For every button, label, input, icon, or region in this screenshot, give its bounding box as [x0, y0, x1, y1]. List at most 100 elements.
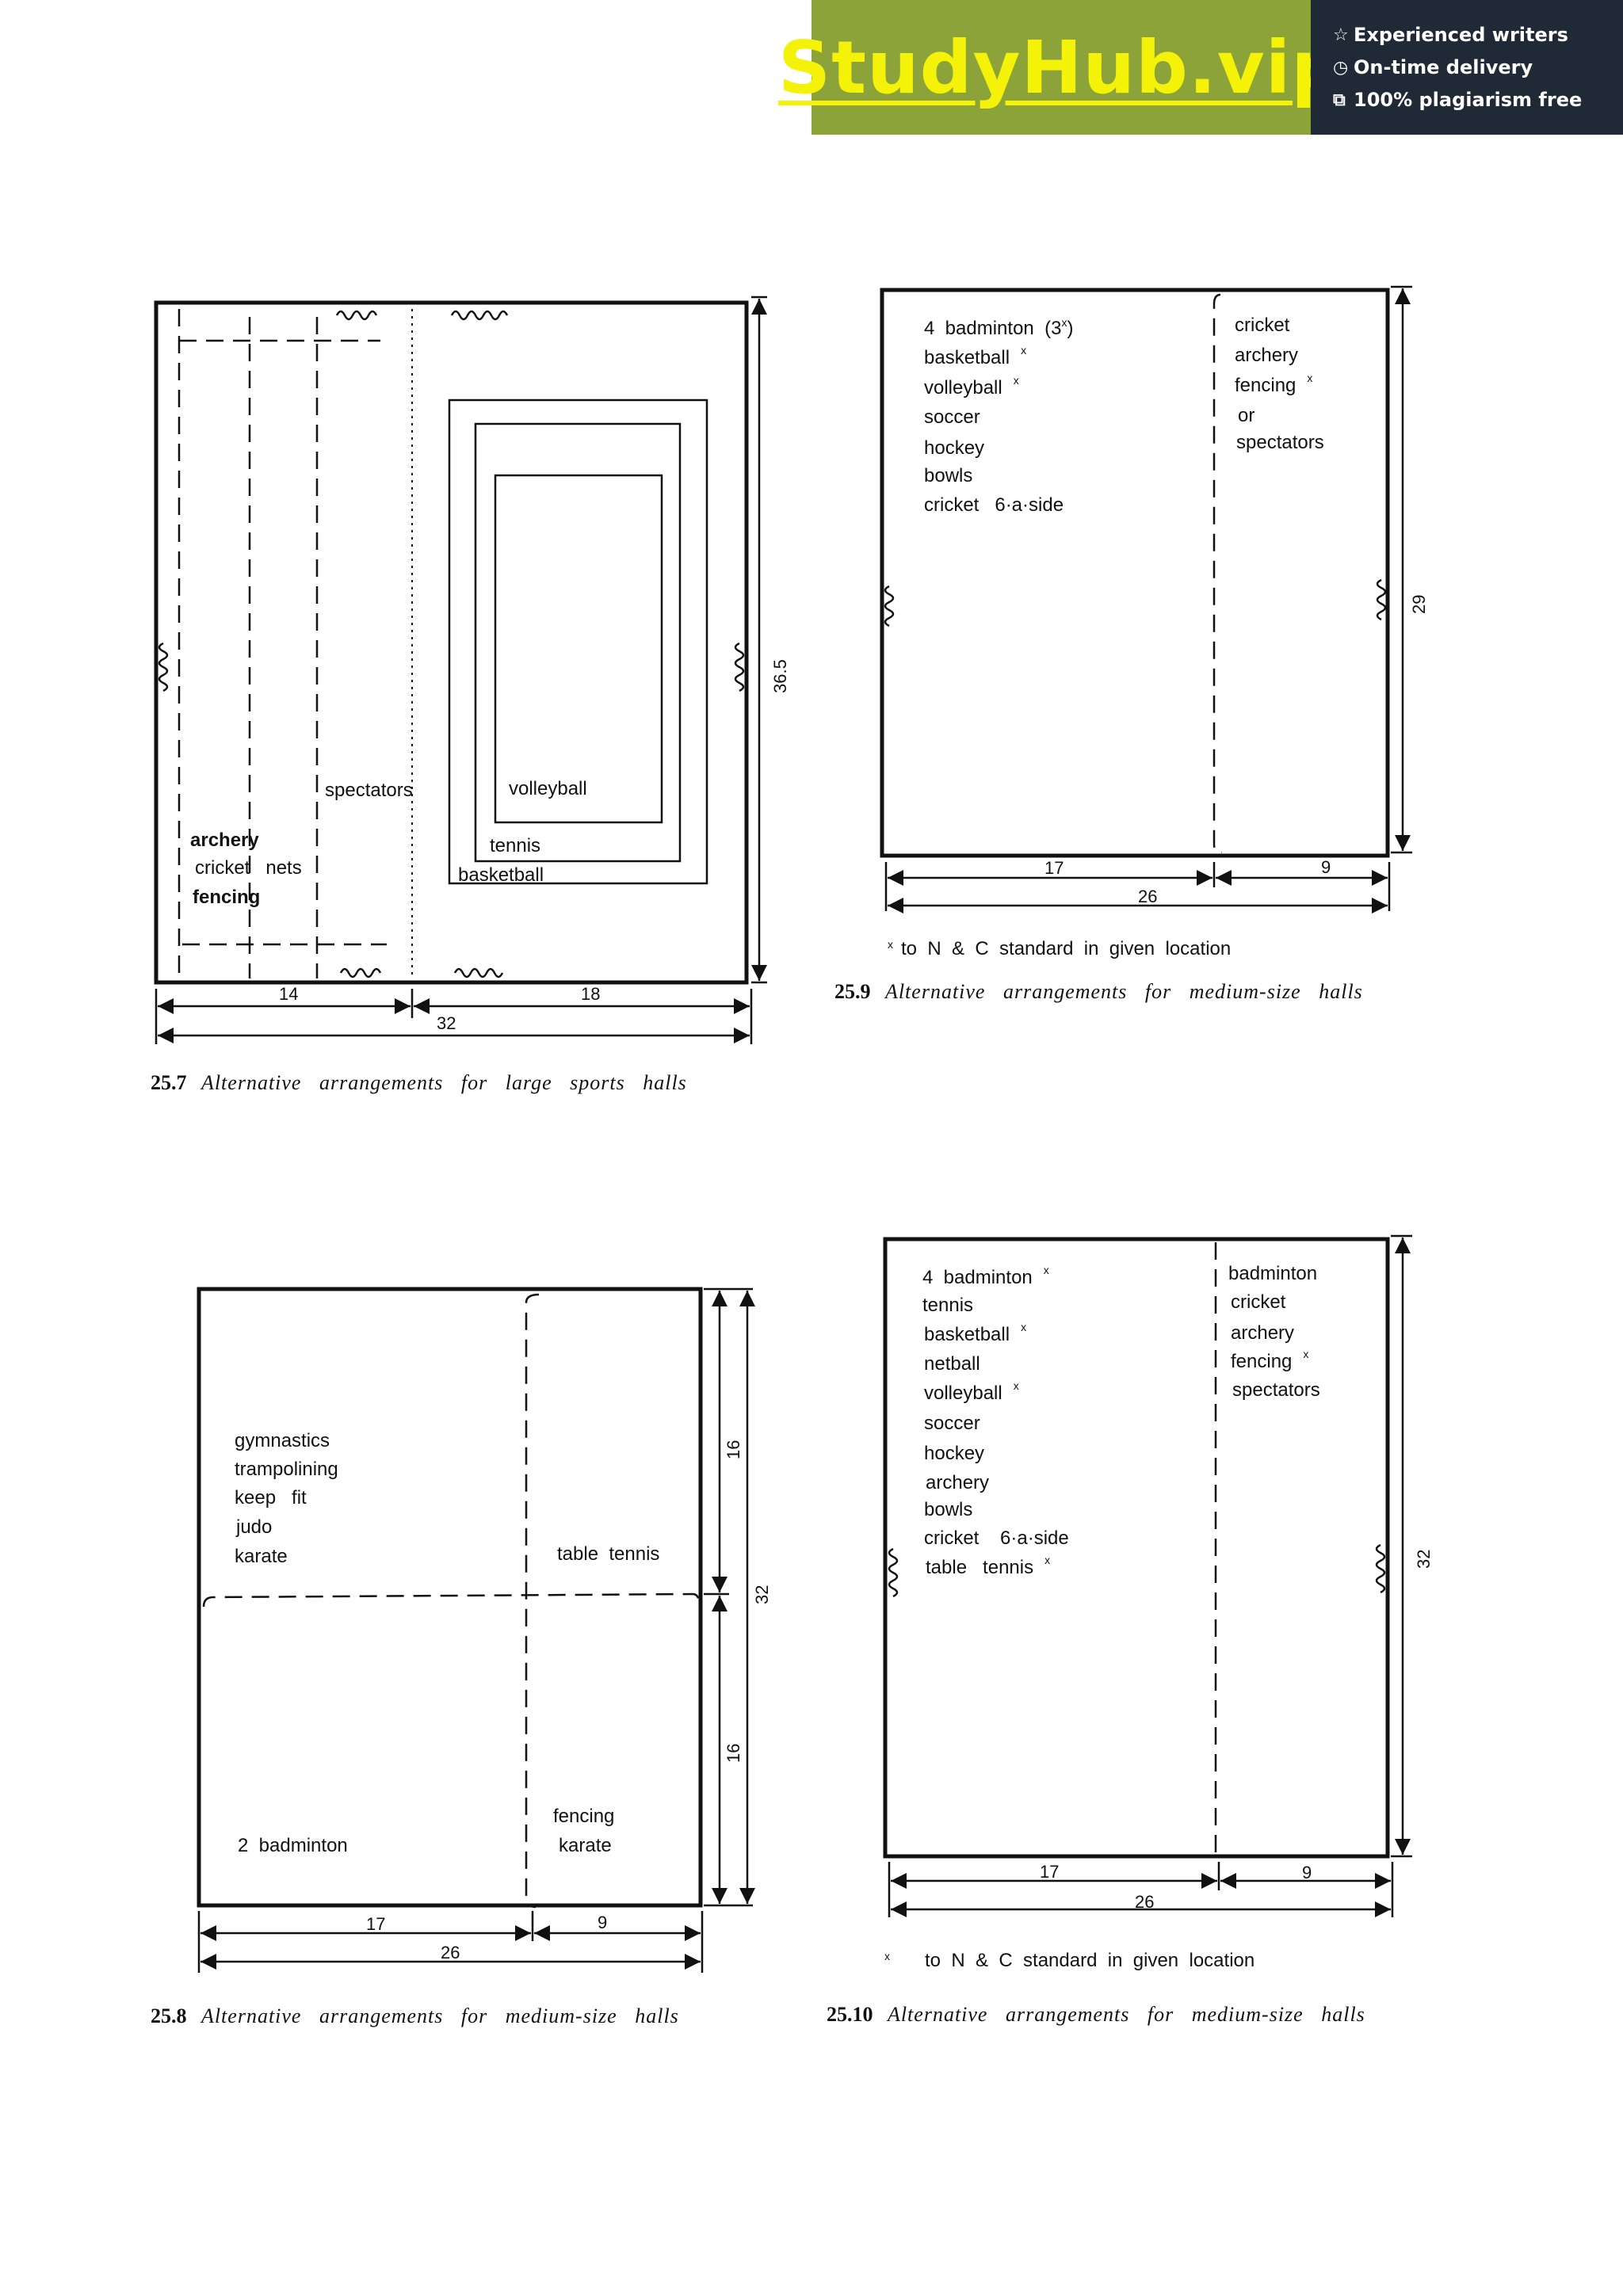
label-spectators: spectators	[325, 780, 413, 801]
superscript-mark: x	[884, 1950, 890, 1962]
hall-outline	[154, 300, 749, 985]
dim-17: 17	[1044, 858, 1064, 878]
dim-17: 17	[1040, 1862, 1059, 1882]
hall-outline	[197, 1287, 703, 1908]
list-item: karate	[235, 1546, 288, 1567]
list-item: trampolining	[235, 1459, 338, 1480]
footnote-text: to N & C standard in given location	[925, 1950, 1254, 1971]
banner-features: ☆ Experienced writers ◷ On-time delivery…	[1311, 0, 1623, 135]
feature-label: On-time delivery	[1354, 55, 1533, 78]
list-item-text: volleyball	[924, 377, 1002, 399]
caption-text: Alternative arrangements for medium-size…	[200, 2004, 679, 2027]
dim-36-5: 36.5	[770, 659, 790, 693]
label-basketball: basketball	[458, 864, 544, 886]
list-item: archery	[926, 1472, 989, 1493]
list-item: soccer	[924, 406, 980, 428]
label-archery: archery	[190, 830, 259, 851]
list-item: hockey	[924, 437, 984, 459]
feature-label: Experienced writers	[1354, 23, 1568, 46]
list-item: volleyball x	[924, 374, 1019, 399]
star-outline-icon: ☆	[1333, 25, 1349, 45]
caption-text: Alternative arrangements for medium-size…	[884, 980, 1363, 1003]
list-item: bowls	[924, 1499, 972, 1520]
feature-label: 100% plagiarism free	[1354, 88, 1583, 111]
radiator-icon	[1376, 578, 1387, 621]
superscript-mark: x	[1014, 374, 1019, 387]
list-item-text: 4 badminton (3	[924, 318, 1061, 339]
label-table-tennis: table tennis	[557, 1543, 659, 1565]
tennis-court	[474, 422, 682, 863]
list-item: cricket 6·a·side	[924, 494, 1064, 516]
list-item-text: table tennis	[926, 1557, 1033, 1578]
copy-icon: ⧉	[1333, 90, 1346, 110]
list-item: 4 badminton x	[922, 1264, 1049, 1288]
volleyball-court	[494, 474, 663, 824]
superscript-mark: x	[1307, 372, 1312, 384]
dim-18: 18	[581, 984, 600, 1004]
list-item: badminton	[1228, 1263, 1317, 1284]
list-item: or	[1238, 405, 1254, 426]
caption-25-7: 25.7 Alternative arrangements for large …	[151, 1071, 687, 1094]
hall-outline	[880, 288, 1390, 858]
dim-26: 26	[1135, 1892, 1154, 1912]
superscript-mark: x	[1303, 1348, 1308, 1360]
dim-9: 9	[1302, 1863, 1312, 1882]
list-item-text: 4 badminton	[922, 1267, 1033, 1288]
list-item: volleyball x	[924, 1379, 1019, 1404]
banner-logo-panel: StudyHub.vip	[778, 0, 1343, 135]
list-item: archery	[1231, 1322, 1294, 1344]
footnote: x to N & C standard in given location	[884, 1950, 1254, 1971]
dim-32: 32	[437, 1013, 456, 1033]
dim-16: 16	[724, 1440, 743, 1459]
radiator-icon	[158, 642, 169, 692]
dim-9: 9	[598, 1913, 607, 1932]
dim-32: 32	[1414, 1550, 1434, 1569]
hall-outline	[883, 1237, 1390, 1859]
label-badminton: 2 badminton	[238, 1835, 348, 1856]
superscript-mark: x	[1044, 1264, 1049, 1276]
caption-text: Alternative arrangements for large sport…	[200, 1071, 687, 1094]
list-item: fencing	[553, 1806, 614, 1827]
dim-29: 29	[1409, 595, 1429, 614]
feature-item: ◷ On-time delivery	[1333, 51, 1623, 84]
list-item: spectators	[1236, 432, 1324, 453]
caption-number: 25.10	[827, 2003, 873, 2026]
list-item: keep fit	[235, 1487, 307, 1508]
promo-banner[interactable]: StudyHub.vip ☆ Experienced writers ◷ On-…	[778, 0, 1623, 135]
caption-number: 25.7	[151, 1071, 187, 1094]
caption-25-8: 25.8 Alternative arrangements for medium…	[151, 2004, 679, 2027]
feature-item: ⧉ 100% plagiarism free	[1333, 84, 1623, 116]
caption-25-10: 25.10 Alternative arrangements for mediu…	[827, 2003, 1365, 2026]
dim-26: 26	[441, 1943, 460, 1962]
superscript-mark: x	[1061, 316, 1067, 329]
list-item: judo	[235, 1516, 272, 1538]
list-item-text: volleyball	[924, 1383, 1002, 1404]
list-item: archery	[1235, 345, 1298, 366]
superscript-mark: x	[1014, 1379, 1019, 1392]
figure-25-7: spectators volleyball tennis basketball …	[151, 296, 790, 1094]
radiator-icon	[453, 967, 504, 978]
caption-25-9: 25.9 Alternative arrangements for medium…	[834, 980, 1363, 1003]
radiator-icon	[339, 967, 382, 978]
superscript-mark: x	[1021, 1321, 1026, 1333]
dim-17: 17	[366, 1914, 385, 1934]
caption-number: 25.8	[151, 2004, 187, 2027]
list-item: 4 badminton (3x)	[924, 316, 1073, 339]
feature-item: ☆ Experienced writers	[1333, 19, 1623, 51]
list-item: cricket	[1231, 1291, 1286, 1313]
banner-logo[interactable]: StudyHub.vip	[777, 25, 1345, 110]
radiator-icon	[1375, 1543, 1386, 1594]
label-tennis: tennis	[490, 835, 540, 856]
superscript-mark: x	[1021, 344, 1026, 357]
figure-25-8: gymnastics trampolining keep fit judo ka…	[151, 1287, 772, 2027]
list-item: cricket 6·a·side	[924, 1527, 1069, 1549]
list-item: spectators	[1232, 1379, 1320, 1401]
dim-32: 32	[752, 1585, 772, 1604]
